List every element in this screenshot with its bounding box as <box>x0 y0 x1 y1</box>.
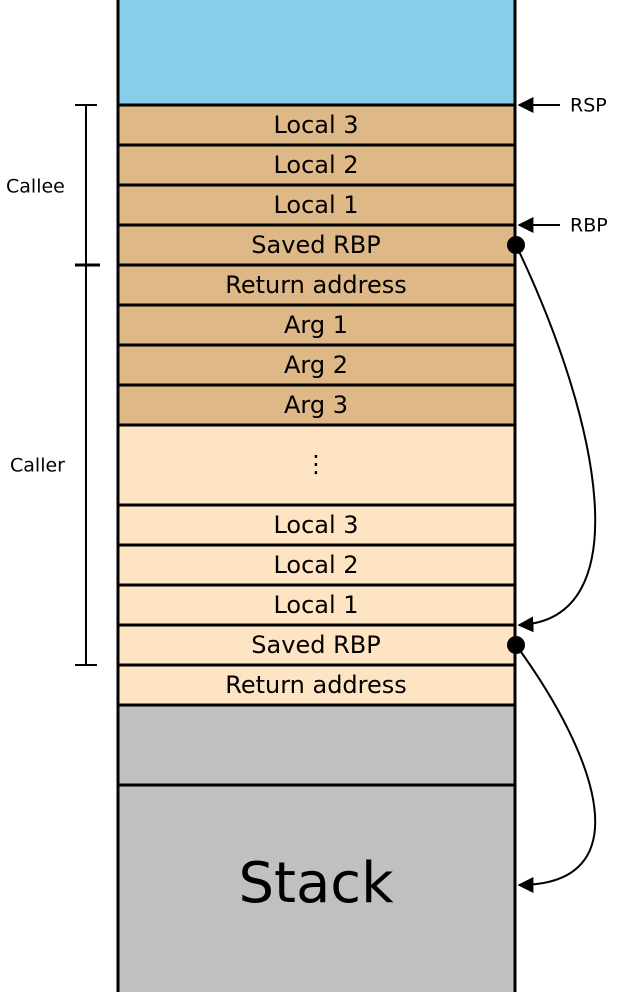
arg-3: Arg 3 <box>284 391 348 419</box>
row-dividers <box>118 103 515 787</box>
rbp-label: RBP <box>570 215 608 237</box>
callee-label: Callee <box>6 176 65 198</box>
rsp-label: RSP <box>570 95 607 117</box>
stack-block <box>118 785 515 992</box>
caller-local-3: Local 3 <box>273 511 358 539</box>
stack-gap-block <box>118 705 515 785</box>
caller-saved-rbp: Saved RBP <box>251 631 380 659</box>
caller-local-2: Local 2 <box>273 551 358 579</box>
callee-local-3: Local 3 <box>273 111 358 139</box>
caller-return-address: Return address <box>225 671 407 699</box>
callee-bracket <box>75 104 100 267</box>
arg-2: Arg 2 <box>284 351 348 379</box>
free-space-block <box>118 0 515 105</box>
saved-rbp-link-2 <box>515 644 597 893</box>
caller-label: Caller <box>10 455 65 477</box>
caller-frame-block <box>118 425 515 705</box>
arg-1: Arg 1 <box>284 311 348 339</box>
callee-local-2: Local 2 <box>273 151 358 179</box>
callee-saved-rbp: Saved RBP <box>251 231 380 259</box>
saved-rbp-link-1 <box>515 244 597 633</box>
callee-local-1: Local 1 <box>273 191 358 219</box>
stack-label: Stack <box>238 851 394 916</box>
caller-local-1: Local 1 <box>273 591 358 619</box>
caller-bracket <box>75 265 97 666</box>
callee-return-address: Return address <box>225 271 407 299</box>
ellipsis-marker: ⋮ <box>304 450 328 478</box>
